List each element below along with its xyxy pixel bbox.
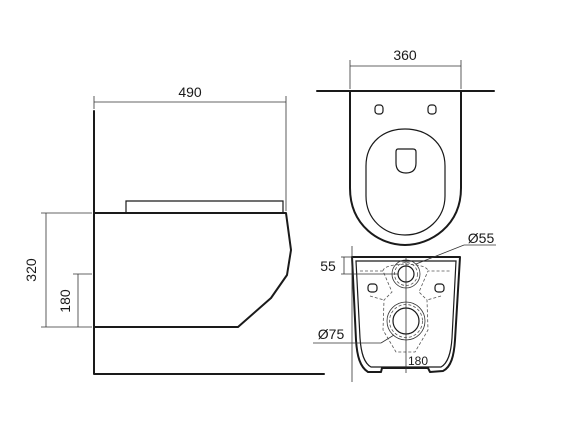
top-flush-opening xyxy=(395,148,417,174)
side-view: 490 320 180 xyxy=(23,84,325,375)
dim-outlet-height-label: 180 xyxy=(408,354,428,368)
top-fix-hole-left xyxy=(374,104,384,115)
dim-side-height-label: 320 xyxy=(23,258,39,282)
dim-side-depth: 490 xyxy=(93,84,287,211)
side-bowl-outline xyxy=(93,212,292,328)
dim-rear-offset: 55 xyxy=(320,256,398,275)
dim-top-width-label: 360 xyxy=(393,47,417,63)
top-bowl-outline xyxy=(349,90,462,246)
rear-internal-channel xyxy=(360,270,451,353)
dim-side-depth-label: 490 xyxy=(178,84,202,100)
rear-fix-hole-left xyxy=(367,283,378,293)
dim-side-height: 320 xyxy=(23,212,92,328)
dim-outlet-diameter-label: Ø75 xyxy=(318,326,345,342)
top-view: 360 xyxy=(316,47,495,246)
top-bowl-rim xyxy=(365,128,446,236)
dim-inlet-diameter: Ø55 xyxy=(415,230,496,265)
rear-fix-hole-right xyxy=(434,283,445,293)
side-wall-line xyxy=(93,110,325,375)
top-fix-hole-right xyxy=(427,104,437,115)
rear-view: 55 Ø55 Ø75 180 xyxy=(313,230,496,382)
dim-side-mount: 180 xyxy=(57,273,92,327)
rear-outer-outline xyxy=(351,256,461,373)
dim-top-width: 360 xyxy=(349,47,462,89)
dim-side-mount-label: 180 xyxy=(57,289,73,313)
dim-rear-offset-label: 55 xyxy=(320,258,336,274)
side-seat-plate xyxy=(125,200,284,213)
dim-inlet-diameter-label: Ø55 xyxy=(468,230,495,246)
dim-outlet-diameter: Ø75 xyxy=(313,326,395,344)
rear-inner-outline xyxy=(355,260,457,368)
